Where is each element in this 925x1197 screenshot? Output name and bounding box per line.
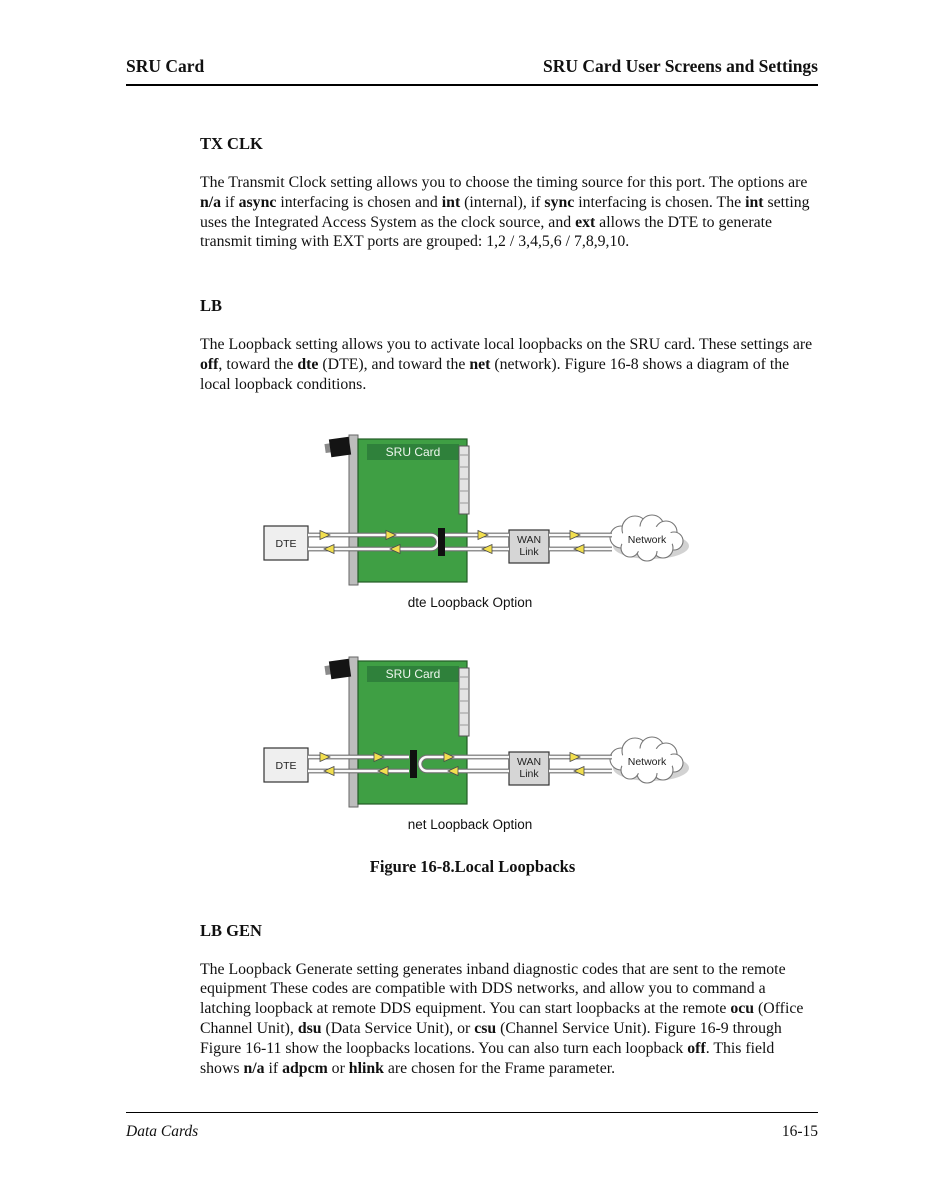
- edge-connector-pins: [460, 676, 468, 726]
- network-label: Network: [628, 756, 667, 768]
- wan-label-line1: WAN: [517, 756, 541, 768]
- card-faceplate: [348, 656, 359, 808]
- connector-block: [328, 436, 352, 457]
- footer-left-text: Data Cards: [126, 1123, 199, 1140]
- section-heading-lb: LB: [200, 296, 223, 316]
- net-loopback-caption: net Loopback Option: [408, 817, 533, 832]
- loopback-bar: [410, 749, 417, 778]
- page-header: SRU Card SRU Card User Screens and Setti…: [126, 56, 818, 86]
- page-footer: Data Cards 16-15: [126, 1112, 818, 1141]
- header-left-title: SRU Card: [126, 56, 205, 76]
- network-cloud: Network: [609, 736, 689, 784]
- sru-card-label: SRU Card: [386, 445, 441, 459]
- paragraph-lb: The Loopback setting allows you to activ…: [200, 336, 813, 393]
- paragraph-lb-gen: The Loopback Generate setting generates …: [200, 960, 804, 1077]
- header-right-title: SRU Card User Screens and Settings: [543, 56, 818, 76]
- wan-link-box: [508, 750, 550, 786]
- network-cloud: Network: [609, 514, 689, 562]
- wan-label-line1: WAN: [517, 534, 541, 546]
- dte-label: DTE: [276, 760, 297, 772]
- board-label-band: [367, 443, 459, 460]
- edge-connector-pins: [460, 454, 468, 504]
- edge-connector: [458, 667, 470, 737]
- wan-label-line2: Link: [519, 546, 539, 558]
- wan-label-line2: Link: [519, 768, 539, 780]
- wan-link-box: [508, 528, 550, 564]
- diagram-net-loopback: SRU Card DTE WAN Link Network: [263, 656, 689, 832]
- board-label-band: [367, 665, 459, 682]
- dte-loopback-caption: dte Loopback Option: [408, 595, 533, 610]
- section-heading-lb-gen: LB GEN: [200, 920, 262, 940]
- edge-connector: [458, 445, 470, 515]
- section-heading-tx-clk: TX CLK: [200, 134, 263, 153]
- network-label: Network: [628, 534, 667, 546]
- paragraph-tx-clk: The Transmit Clock setting allows you to…: [200, 174, 810, 251]
- footer-page-number: 16-15: [781, 1123, 818, 1140]
- card-faceplate: [348, 434, 359, 586]
- loopback-bar: [438, 527, 445, 556]
- signal-arrows: [319, 751, 585, 776]
- diagram-dte-loopback: SRU Card DTE WAN Link Network: [263, 434, 689, 610]
- dte-label: DTE: [276, 538, 297, 550]
- sru-card-label: SRU Card: [386, 667, 441, 681]
- dte-box: [263, 746, 309, 783]
- page-content: TX CLK The Transmit Clock setting allows…: [200, 82, 816, 1078]
- connector-block: [328, 658, 352, 679]
- signal-arrows: [319, 529, 585, 554]
- sru-card-board: [357, 659, 468, 805]
- figure-local-loopbacks: SRU Card DTE WAN Link Network: [200, 431, 816, 877]
- card-top-connector: [324, 658, 352, 679]
- sru-card-board: [357, 437, 468, 583]
- card-top-connector: [324, 436, 352, 457]
- figure-caption: Figure 16-8.Local Loopbacks: [369, 856, 576, 876]
- dte-box: [263, 524, 309, 561]
